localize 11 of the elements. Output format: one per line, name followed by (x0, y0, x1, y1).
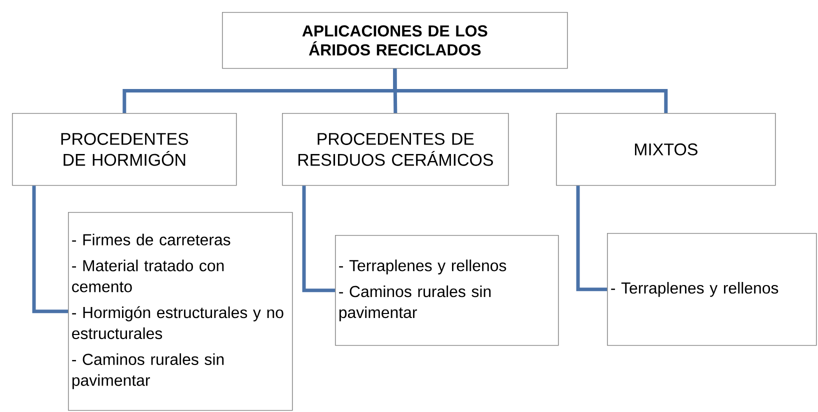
list-box: - Terraplenes y rellenos (607, 233, 817, 346)
category-box: PROCEDENTES DE HORMIGÓN (12, 113, 237, 186)
connector-line (32, 186, 68, 314)
title-box: APLICACIONES DE LOS ÁRIDOS RECICLADOS (222, 12, 568, 69)
category-box: MIXTOS (556, 113, 776, 186)
list-box: - Firmes de carreteras - Material tratado con cemento - Hormigón estructurales y no estructurales - Caminos rurales sin pavimentar (68, 212, 293, 411)
connector-line (393, 68, 668, 113)
category-box: PROCEDENTES DE RESIDUOS CERÁMICOS (282, 113, 509, 186)
connector-line (576, 186, 607, 292)
connector-line (302, 186, 335, 292)
list-box: - Terraplenes y rellenos - Caminos rurales sin pavimentar (335, 235, 559, 346)
